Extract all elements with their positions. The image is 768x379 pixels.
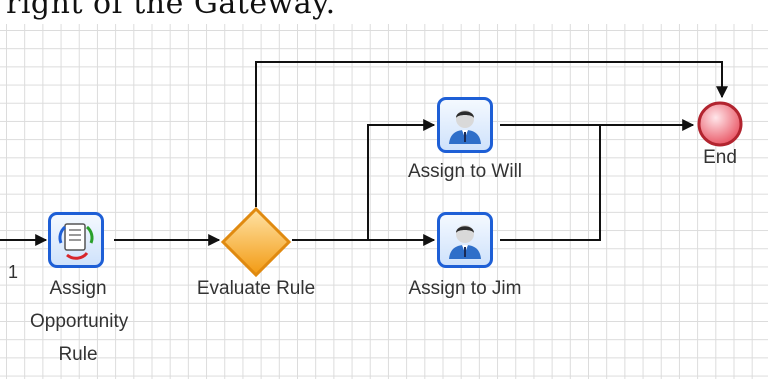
task-label-assign-to-will: Assign to Will bbox=[407, 161, 523, 182]
task-assign-to-jim[interactable] bbox=[437, 212, 493, 268]
end-event[interactable] bbox=[696, 100, 744, 148]
task-label-line-1: Assign bbox=[49, 278, 107, 299]
page-heading: right of the Gateway. bbox=[6, 0, 336, 21]
end-event-label: End bbox=[703, 147, 737, 168]
business-rule-icon bbox=[58, 223, 94, 260]
process-diagram-canvas bbox=[0, 24, 768, 379]
gateway-label: Evaluate Rule bbox=[196, 278, 316, 299]
task-label-assign-to-jim: Assign to Jim bbox=[408, 278, 522, 299]
task-label-line-3: Rule bbox=[58, 344, 98, 365]
gateway-evaluate-rule[interactable] bbox=[220, 206, 292, 278]
end-event-circle-icon bbox=[697, 101, 743, 147]
edge-gateway-to-end-top[interactable] bbox=[255, 61, 728, 207]
task-label-assign-opportunity-rule: Assign Opportunity Rule bbox=[30, 272, 129, 371]
user-icon bbox=[449, 110, 481, 144]
edge-gateway-to-will[interactable] bbox=[367, 119, 436, 240]
task-assign-to-will[interactable] bbox=[437, 97, 493, 153]
exclusive-gateway-icon bbox=[220, 206, 292, 278]
edge-jim-to-end[interactable] bbox=[500, 125, 601, 241]
task-assign-opportunity-rule[interactable] bbox=[48, 212, 104, 268]
user-icon bbox=[449, 225, 481, 259]
start-marker-label: 1 bbox=[8, 262, 19, 282]
task-label-line-2: Opportunity bbox=[30, 311, 129, 332]
